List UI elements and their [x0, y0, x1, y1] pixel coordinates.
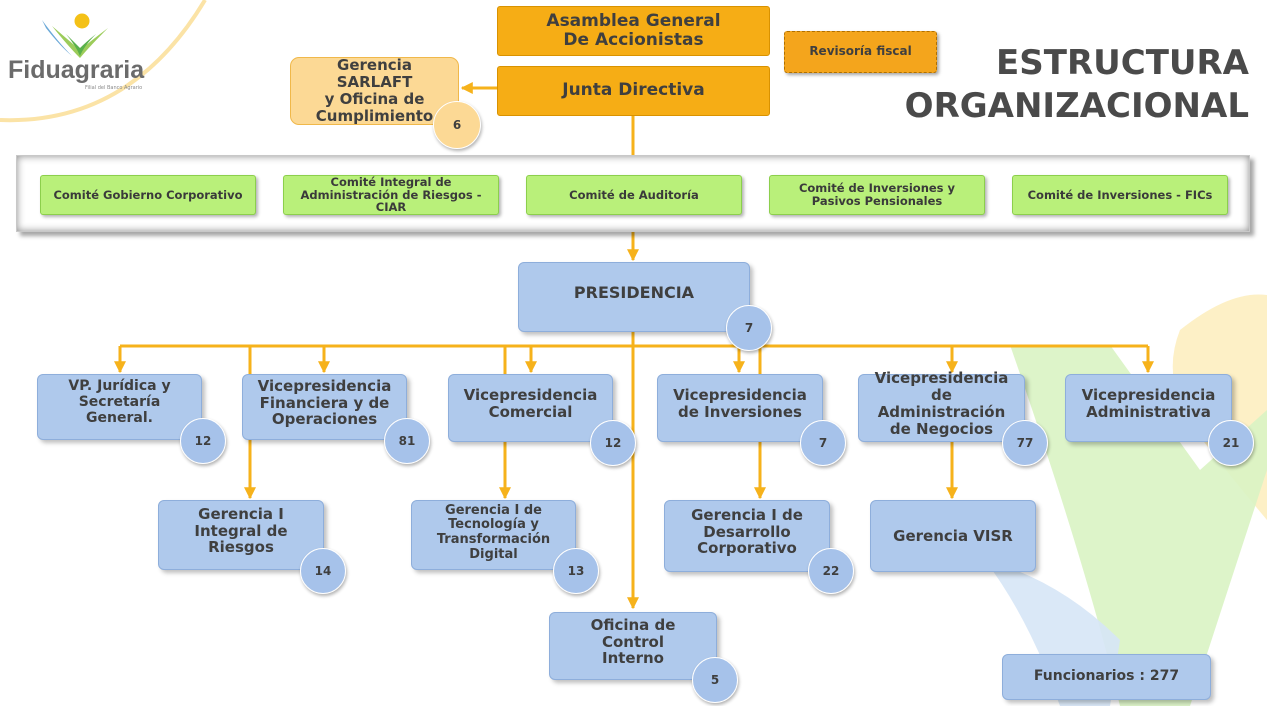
vp-juridica-box: VP. Jurídica y Secretaría General.: [37, 374, 202, 440]
logo-arc-decoration: [0, 0, 207, 123]
gerencia-visr-box: Gerencia VISR: [870, 500, 1036, 572]
presidencia-count-badge: 7: [726, 305, 772, 351]
committee-inversiones-pasivos: Comité de Inversiones y Pasivos Pensiona…: [769, 175, 985, 215]
logo-tagline: Filial del Banco Agrario: [85, 85, 143, 91]
vp-negocios-count-badge: 77: [1002, 420, 1048, 466]
vp-financiera-count-badge: 81: [384, 418, 430, 464]
logo-mark-icon: [42, 13, 108, 58]
committee-gobierno-corporativo: Comité Gobierno Corporativo: [40, 175, 256, 215]
logo-name: Fiduagraria: [8, 56, 145, 84]
logo: Fiduagraria Filial del Banco Agrario: [8, 6, 150, 94]
vp-inversiones-box: Vicepresidencia de Inversiones: [657, 374, 823, 442]
vp-administrativa-count-badge: 21: [1208, 420, 1254, 466]
vp-comercial-box: Vicepresidencia Comercial: [448, 374, 613, 442]
gerencia-desarrollo-box: Gerencia I de Desarrollo Corporativo: [664, 500, 830, 572]
gerencia-riesgos-count-badge: 14: [300, 548, 346, 594]
vp-negocios-box: Vicepresidencia de Administración de Neg…: [858, 370, 1025, 442]
oficina-control-interno-box: Oficina de Control Interno: [549, 612, 717, 680]
committee-auditoria: Comité de Auditoría: [526, 175, 742, 215]
funcionarios-total-box: Funcionarios : 277: [1002, 654, 1211, 700]
asamblea-general-box: Asamblea General De Accionistas: [497, 6, 770, 56]
title-line-2: ORGANIZACIONAL: [904, 85, 1249, 126]
junta-directiva-box: Junta Directiva: [497, 66, 770, 116]
vp-financiera-box: Vicepresidencia Financiera y de Operacio…: [242, 374, 407, 440]
gerencia-desarrollo-count-badge: 22: [808, 548, 854, 594]
vp-juridica-count-badge: 12: [180, 418, 226, 464]
vp-administrativa-box: Vicepresidencia Administrativa: [1065, 374, 1232, 442]
vp-comercial-count-badge: 12: [590, 420, 636, 466]
presidencia-box: PRESIDENCIA: [518, 262, 750, 332]
title-line-1: ESTRUCTURA: [996, 43, 1249, 83]
gerencia-riesgos-box: Gerencia I Integral de Riesgos: [158, 500, 324, 570]
revisoria-fiscal-box: Revisoría fiscal: [784, 31, 937, 73]
gerencia-tecnologia-box: Gerencia I de Tecnología y Transformació…: [411, 500, 576, 570]
control-interno-count-badge: 5: [692, 657, 738, 703]
page-title: ESTRUCTURA ORGANIZACIONAL: [905, 42, 1249, 127]
vp-inversiones-count-badge: 7: [800, 420, 846, 466]
sarlaft-count-badge: 6: [433, 101, 481, 149]
gerencia-tecnologia-count-badge: 13: [553, 548, 599, 594]
committee-ciar: Comité Integral de Administración de Rie…: [283, 175, 499, 215]
committee-inversiones-fics: Comité de Inversiones - FICs: [1012, 175, 1228, 215]
gerencia-sarlaft-box: Gerencia SARLAFT y Oficina de Cumplimien…: [290, 57, 459, 125]
